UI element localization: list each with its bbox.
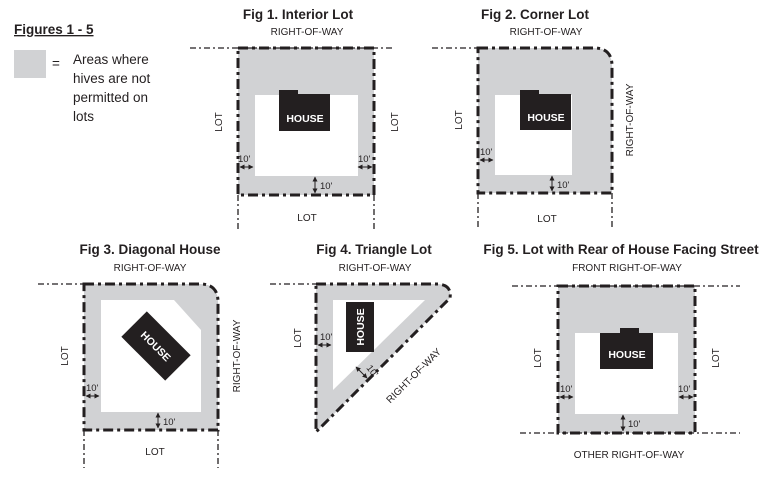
fig3-top-label: RIGHT-OF-WAY bbox=[114, 263, 187, 274]
fig5-right-dim-label: 10' bbox=[678, 384, 691, 395]
fig4-diagonal-label: RIGHT-OF-WAY bbox=[385, 346, 444, 405]
fig3-left-label: LOT bbox=[60, 346, 71, 365]
fig1-left-label: LOT bbox=[214, 112, 225, 131]
fig3-bottom-label: LOT bbox=[145, 447, 164, 458]
fig1-house-label: HOUSE bbox=[286, 113, 323, 125]
legend-heading: Figures 1 - 5 bbox=[14, 22, 94, 37]
fig3-right-label: RIGHT-OF-WAY bbox=[232, 319, 243, 392]
legend-line-1: Areas where bbox=[73, 52, 149, 67]
legend-line-2: hives are not bbox=[73, 71, 151, 86]
fig3-bottom-dim-label: 10' bbox=[163, 417, 176, 428]
fig5-house-label: HOUSE bbox=[608, 349, 645, 361]
fig1-bottom-dim-label: 10' bbox=[320, 181, 333, 192]
fig2-left-label: LOT bbox=[454, 110, 465, 129]
fig3-lot-line bbox=[82, 282, 220, 432]
legend-equals: = bbox=[52, 56, 60, 71]
fig4-triangle-lot: Fig 4. Triangle Lot RIGHT-OF-WAY HOUSE L… bbox=[270, 242, 452, 436]
fig3-house bbox=[121, 311, 191, 381]
fig2-house-label: HOUSE bbox=[527, 112, 564, 124]
fig5-title: Fig 5. Lot with Rear of House Facing Str… bbox=[483, 242, 759, 257]
fig2-right-label: RIGHT-OF-WAY bbox=[625, 83, 636, 156]
fig3-diagonal-house: Fig 3. Diagonal House RIGHT-OF-WAY HOUSE… bbox=[38, 242, 243, 468]
fig1-top-label: RIGHT-OF-WAY bbox=[271, 27, 344, 38]
fig5-house bbox=[600, 333, 653, 369]
legend-line-3: permitted on bbox=[73, 90, 148, 105]
fig1-right-label: LOT bbox=[390, 112, 401, 131]
fig2-bottom-dim-label: 10' bbox=[557, 180, 570, 191]
fig1-interior-lot: Fig 1. Interior Lot RIGHT-OF-WAY HOUSE L… bbox=[190, 7, 401, 232]
fig4-top-label: RIGHT-OF-WAY bbox=[339, 263, 412, 274]
fig5-lot-line bbox=[556, 284, 697, 435]
fig1-lot-line bbox=[236, 46, 376, 197]
fig2-top-label: RIGHT-OF-WAY bbox=[510, 27, 583, 38]
fig2-title: Fig 2. Corner Lot bbox=[481, 7, 590, 22]
fig5-right-label: LOT bbox=[711, 348, 722, 367]
legend-line-4: lots bbox=[73, 109, 94, 124]
fig4-house bbox=[346, 302, 374, 352]
fig2-house bbox=[520, 94, 571, 130]
fig5-bottom-label: OTHER RIGHT-OF-WAY bbox=[574, 450, 685, 461]
fig2-lot-line bbox=[476, 46, 614, 195]
fig3-left-dim-label: 10' bbox=[86, 383, 99, 394]
fig1-house-bump bbox=[279, 90, 298, 96]
fig4-left-label: LOT bbox=[293, 328, 304, 347]
fig1-house bbox=[279, 94, 330, 131]
fig1-bottom-label: LOT bbox=[297, 213, 316, 224]
fig4-left-dim-label: 10' bbox=[320, 332, 333, 343]
fig5-house-bump bbox=[620, 328, 639, 335]
fig5-left-label: LOT bbox=[533, 348, 544, 367]
fig4-title: Fig 4. Triangle Lot bbox=[316, 242, 432, 257]
fig2-left-dim-label: 10' bbox=[480, 147, 493, 158]
fig1-right-dim-label: 10' bbox=[358, 154, 371, 165]
fig2-corner-lot: Fig 2. Corner Lot RIGHT-OF-WAY HOUSE LOT… bbox=[432, 7, 636, 230]
legend-swatch bbox=[14, 50, 46, 78]
fig4-house-label: HOUSE bbox=[355, 308, 367, 345]
fig5-bottom-dim-label: 10' bbox=[628, 419, 641, 430]
fig5-left-dim-label: 10' bbox=[560, 384, 573, 395]
fig1-left-dim-label: 10' bbox=[238, 154, 251, 165]
fig5-rear-facing-street: Fig 5. Lot with Rear of House Facing Str… bbox=[483, 242, 759, 461]
fig5-top-label: FRONT RIGHT-OF-WAY bbox=[572, 263, 682, 274]
fig4-diagonal-dim-arrow bbox=[355, 366, 368, 379]
fig2-house-bump bbox=[520, 90, 539, 96]
fig2-bottom-label: LOT bbox=[537, 214, 556, 225]
fig3-title: Fig 3. Diagonal House bbox=[79, 242, 221, 257]
fig1-title: Fig 1. Interior Lot bbox=[243, 7, 354, 22]
legend: Figures 1 - 5 = Areas where hives are no… bbox=[14, 22, 151, 124]
fig4-lot-line bbox=[314, 282, 452, 436]
